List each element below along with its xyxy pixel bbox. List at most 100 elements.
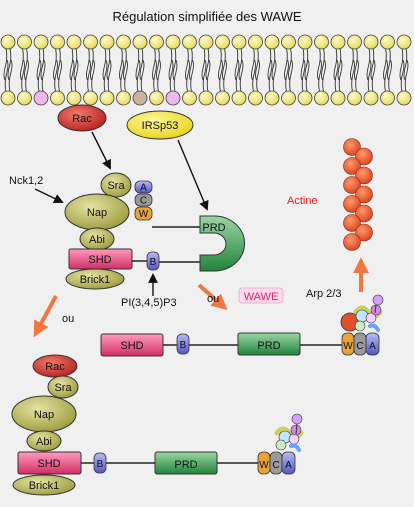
lipid-tail (4, 59, 9, 93)
lipid-tail (355, 59, 359, 93)
acw-modules-top: A C W (134, 180, 153, 221)
lipid-head (330, 90, 346, 106)
lipid-head (396, 34, 412, 50)
lipid-tail (169, 59, 174, 93)
lipid-tail (74, 59, 79, 93)
actin-monomer (343, 214, 361, 232)
lipid-head (33, 34, 49, 50)
lipid-tail (140, 59, 145, 93)
lipid-head (380, 34, 395, 50)
lipid-tail (301, 59, 306, 93)
prd-horseshoe: PRD (199, 215, 245, 272)
lipid-head (99, 34, 115, 50)
lipid-head (297, 34, 313, 50)
module-c-mid: C (356, 341, 363, 352)
lipid-tail (334, 59, 339, 93)
orange-arrow-down-left (33, 295, 58, 338)
lipid-head (50, 90, 65, 106)
rac-to-sra-arrow (91, 131, 111, 170)
lipid-tail (190, 59, 194, 93)
lipid-tail (271, 47, 276, 81)
lipid-head (330, 34, 346, 50)
actin-monomer (343, 233, 361, 251)
lipid-tail (223, 59, 227, 93)
module-a-bottom: A (285, 460, 292, 471)
lipid-tail (404, 59, 409, 93)
arp23-complex-mid (340, 294, 384, 332)
actin-monomer (343, 157, 361, 175)
lipid-tail (202, 59, 207, 93)
arp23-complex-bottom (274, 413, 304, 452)
prd-bottom-label: PRD (174, 459, 197, 471)
lipid-head (231, 90, 247, 106)
lipid-tail (255, 47, 259, 81)
lipid-tail (91, 59, 95, 93)
lipid-tail (235, 59, 240, 93)
lipid-head (347, 34, 362, 50)
lipid-head (149, 90, 164, 106)
lipid-tail (304, 47, 309, 81)
lipid-head (380, 90, 395, 106)
lipid-tail (201, 47, 206, 81)
lipid-tail (267, 47, 272, 81)
lipid-tail (322, 59, 326, 93)
lipid-head (231, 34, 247, 50)
lipid-tail (107, 59, 112, 93)
lipid-tail (239, 59, 244, 93)
b-top-label: B (150, 257, 157, 268)
irsp53: IRSp53 (126, 110, 194, 140)
lipid-head (33, 90, 49, 106)
lipid-tail (57, 47, 61, 81)
module-w-top: W (139, 209, 149, 220)
lipid-head (281, 90, 296, 106)
lipid-head (17, 34, 32, 50)
lipid-tail (317, 47, 321, 81)
lipid-tail (156, 47, 160, 81)
lipid-tail (252, 59, 256, 93)
shd-bottom-label: SHD (37, 458, 60, 470)
lipid-tail (285, 59, 289, 93)
brick1-top: Brick1 (65, 268, 125, 290)
lipid-tail (69, 47, 74, 81)
actin-monomer (355, 185, 373, 204)
rac-top: Rac (57, 104, 107, 132)
lipid-head (66, 34, 82, 50)
lipid-tail (41, 59, 46, 93)
lipid-head (215, 34, 230, 50)
lipid-tail (400, 59, 405, 93)
lipid-head (264, 34, 280, 50)
sra-bottom-label: Sra (54, 382, 72, 394)
lipid-tail (321, 47, 325, 81)
lipid-tail (222, 47, 226, 81)
diagram-title: Régulation simplifiée des WAWE (112, 9, 301, 24)
lipid-tail (25, 59, 29, 93)
lipid-head (149, 34, 164, 50)
lipid-tail (388, 59, 392, 93)
lipid-tail (173, 59, 178, 93)
pip3-label: PI(3,4,5)P3 (121, 297, 177, 309)
rac-bottom: Rac (32, 354, 78, 378)
brick1-bottom-label: Brick1 (29, 480, 60, 492)
module-c-bottom: C (272, 460, 279, 471)
lipid-tail (268, 59, 273, 93)
lipid-tail (366, 47, 371, 81)
lipid-head (132, 34, 148, 50)
lipid-head (363, 90, 379, 106)
lipid-tail (289, 59, 293, 93)
lipid-head (314, 90, 329, 106)
actin-monomer (355, 223, 373, 242)
lipid-tail (337, 47, 342, 81)
lipid-head (396, 90, 412, 106)
shd-top: SHD (68, 248, 133, 270)
module-w-mid: W (343, 341, 353, 352)
lipid-tail (189, 47, 193, 81)
lipid-tail (120, 59, 124, 93)
lipid-tail (123, 47, 127, 81)
irsp53-to-prd-arrow (177, 139, 209, 211)
lipid-head (215, 90, 230, 106)
lipid-tail (37, 59, 42, 93)
lipid-tail (157, 59, 161, 93)
lipid-tail (272, 59, 277, 93)
ou-label-right: ou (207, 293, 219, 305)
lipid-tail (70, 59, 75, 93)
